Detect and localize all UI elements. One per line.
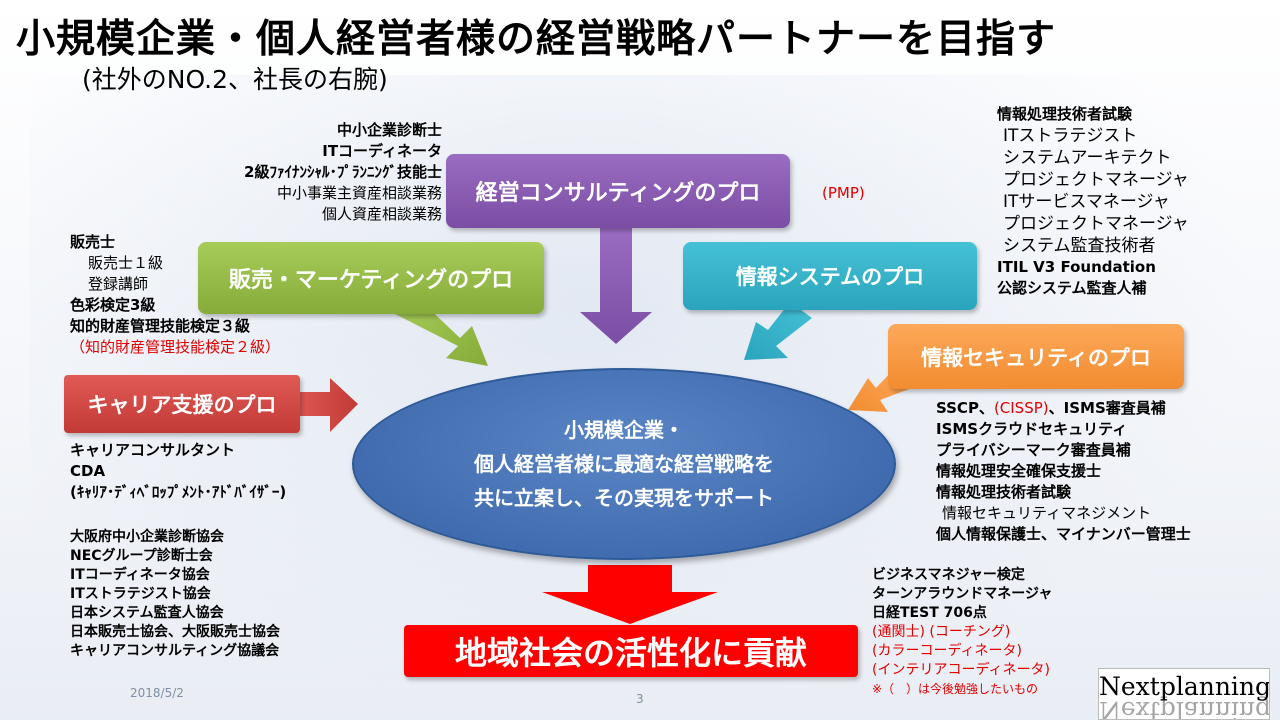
info-systems-box: 情報システムのプロ: [683, 242, 977, 310]
sec-qual-l4: 情報処理安全確保支援士: [936, 462, 1102, 480]
mgmt-qual-2: ITコーディネータ: [322, 142, 442, 160]
center-line-1: 小規模企業・: [564, 418, 684, 442]
associations-list: 大阪府中小企業診断協会 NECグループ診断士会 ITコーディネータ協会 ITスト…: [70, 528, 280, 661]
sec-qual-sscp: SSCP、: [936, 399, 994, 417]
sales-marketing-box: 販売・マーケティングのプロ: [198, 242, 544, 314]
other-qualifications: ビジネスマネジャー検定 ターンアラウンドマネージャ 日経TEST 706点 (通…: [872, 566, 1052, 699]
info-qual-item: プロジェクトマネージャ: [1003, 214, 1189, 234]
sales-qual-l5: （知的財産管理技能検定２級）: [70, 338, 281, 356]
footer-date: 2018/5/2: [130, 686, 184, 700]
info-qual-item: システム監査技術者: [1003, 236, 1156, 256]
sales-qual-l3: 色彩検定3級: [70, 296, 156, 314]
mgmt-qual-3: 2級ﾌｧｲﾅﾝｼｬﾙ･ﾌﾟﾗﾝﾆﾝｸﾞ技能士: [244, 163, 442, 181]
info-qual-item: ITサービスマネージャ: [1003, 192, 1170, 212]
goal-box: 地域社会の活性化に貢献: [404, 625, 858, 677]
center-ellipse: 小規模企業・ 個人経営者様に最適な経営戦略を 共に立案し、その実現をサポート: [352, 368, 896, 560]
mgmt-qual-1: 中小企業診断士: [336, 121, 442, 139]
logo-reflection: Nextplanning.: [1099, 696, 1270, 720]
sec-qual-l5: 情報処理技術者試験: [936, 483, 1072, 501]
other-qual-r1: (通関士) (コーチング): [872, 624, 1011, 640]
sales-qual-l1: 販売士１級: [88, 254, 164, 272]
info-qual-audit: 公認システム監査人補: [997, 279, 1147, 297]
mgmt-qualifications: 中小企業診断士 ITコーディネータ 2級ﾌｧｲﾅﾝｼｬﾙ･ﾌﾟﾗﾝﾆﾝｸﾞ技能士…: [170, 120, 442, 225]
footer-page-number: 3: [636, 692, 644, 706]
sec-qual-l3: プライバシーマーク審査員補: [936, 441, 1131, 459]
association-item: キャリアコンサルティング協議会: [70, 643, 280, 659]
sec-qual-l2: ISMSクラウドセキュリティ: [936, 420, 1128, 438]
page-subtitle: (社外のNO.2、社長の右腕): [82, 65, 388, 94]
info-qual-item: プロジェクトマネージャ: [1003, 170, 1189, 190]
pmp-label: (PMP): [822, 184, 865, 202]
other-qual-l1: ビジネスマネジャー検定: [872, 567, 1025, 583]
company-logo: Nextplanning. Nextplanning.: [1098, 668, 1270, 720]
sec-qual-l6: 情報セキュリティマネジメント: [942, 504, 1152, 522]
mgmt-consulting-box: 経営コンサルティングのプロ: [446, 154, 790, 228]
info-qual-list: ITストラテジスト システムアーキテクト プロジェクトマネージャ ITサービスマ…: [997, 125, 1189, 257]
info-security-box: 情報セキュリティのプロ: [888, 324, 1184, 389]
mgmt-qual-5: 個人資産相談業務: [321, 205, 442, 223]
career-qual-l3: (ｷｬﾘｱ･ﾃﾞｨﾍﾞﾛｯﾌﾟﾒﾝﾄ･ｱﾄﾞﾊﾞｲｻﾞｰ): [70, 483, 287, 501]
sec-qual-cissp: (CISSP): [993, 399, 1049, 417]
security-qualifications: SSCP、(CISSP)、ISMS審査員補 ISMSクラウドセキュリティ プライ…: [936, 398, 1191, 545]
page-title: 小規模企業・個人経営者様の経営戦略パートナーを目指す: [16, 17, 1057, 62]
sec-qual-isms: 、ISMS審査員補: [1048, 399, 1166, 417]
association-item: 大阪府中小企業診断協会: [70, 529, 224, 545]
association-item: 日本システム監査人協会: [70, 605, 224, 621]
career-qual-l2: CDA: [70, 462, 106, 480]
sales-qual-l4: 知的財産管理技能検定３級: [70, 317, 251, 335]
other-qual-r3: (インテリアコーディネータ): [872, 662, 1050, 678]
logo-text: Nextplanning.: [1099, 672, 1270, 701]
association-item: ITストラテジスト協会: [70, 586, 211, 602]
other-qual-l3: 日経TEST 706点: [872, 605, 987, 621]
other-qual-note: ※（ ）は今後勉強したいもの: [872, 682, 1039, 696]
sales-qual-head: 販売士: [70, 233, 116, 251]
association-item: NECグループ診断士会: [70, 548, 213, 564]
association-item: 日本販売士協会、大阪販売士協会: [70, 624, 280, 640]
center-line-3: 共に立案し、その実現をサポート: [474, 486, 774, 510]
association-item: ITコーディネータ協会: [70, 567, 210, 583]
center-line-2: 個人経営者様に最適な経営戦略を: [474, 452, 774, 476]
sec-qual-l7: 個人情報保護士、マイナンバー管理士: [936, 525, 1191, 543]
other-qual-l2: ターンアラウンドマネージャ: [872, 586, 1053, 602]
other-qual-r2: (カラーコーディネータ): [872, 643, 1022, 659]
info-qual-head: 情報処理技術者試験: [997, 105, 1133, 123]
sec-qual-l1: SSCP、(CISSP)、ISMS審査員補: [936, 398, 1191, 419]
career-qualifications: キャリアコンサルタント CDA (ｷｬﾘｱ･ﾃﾞｨﾍﾞﾛｯﾌﾟﾒﾝﾄ･ｱﾄﾞﾊﾞ…: [70, 440, 286, 503]
info-qualifications: 情報処理技術者試験 ITストラテジスト システムアーキテクト プロジェクトマネー…: [997, 104, 1189, 299]
info-qual-itil: ITIL V3 Foundation: [997, 258, 1156, 276]
mgmt-qual-4: 中小事業主資産相談業務: [276, 184, 442, 202]
info-qual-item: システムアーキテクト: [1003, 148, 1172, 168]
career-qual-l1: キャリアコンサルタント: [70, 441, 236, 459]
sales-qualifications: 販売士 販売士１級 登録講師 色彩検定3級 知的財産管理技能検定３級 （知的財産…: [70, 232, 280, 358]
info-qual-item: ITストラテジスト: [1003, 126, 1138, 146]
sales-qual-l2: 登録講師: [88, 275, 149, 293]
career-support-box: キャリア支援のプロ: [64, 375, 300, 433]
